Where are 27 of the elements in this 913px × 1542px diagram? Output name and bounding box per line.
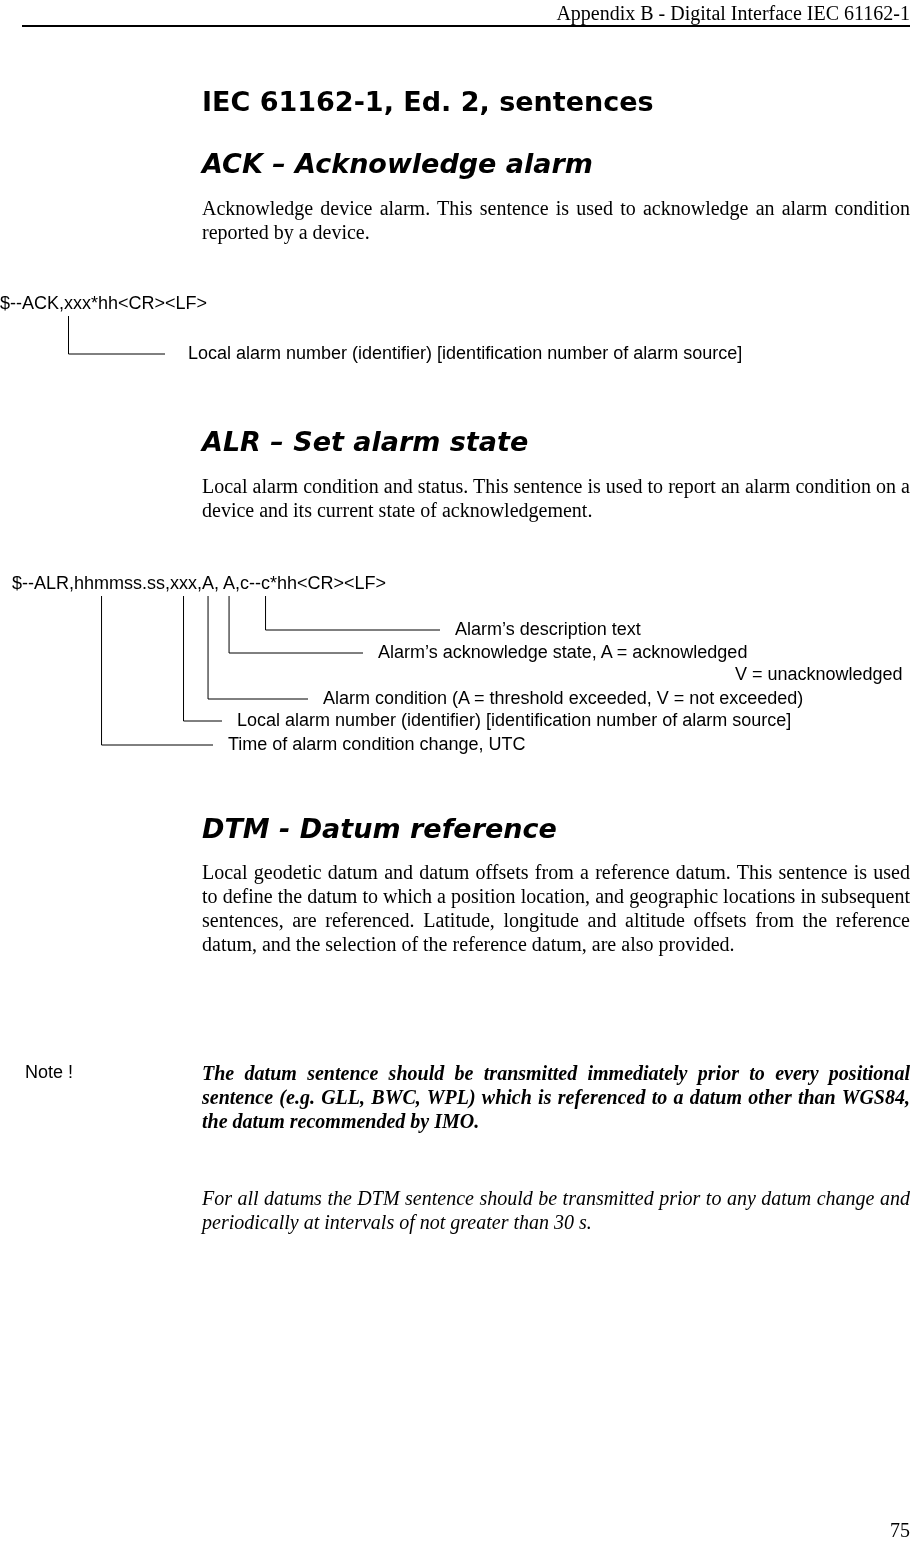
- note-text: For all datums the DTM sentence should be transmitted prior to any datum change and periodically at intervals of not greater than 30 s.: [202, 1186, 910, 1234]
- field-description: V = unacknowledged: [734, 663, 903, 685]
- field-description: Time of alarm condition change, UTC: [213, 733, 526, 755]
- field-description: Local alarm number (identifier) [identification number of alarm source]: [165, 342, 743, 364]
- leader-line: [228, 595, 364, 654]
- section-heading: DTM - Datum reference: [202, 813, 557, 844]
- paragraph: Acknowledge device alarm. This sentence is used to acknowledge an alarm condition reported by a device.: [202, 196, 910, 244]
- field-description: Local alarm number (identifier) [identification number of alarm source]: [222, 709, 792, 731]
- page-header: Appendix B - Digital Interface IEC 61162-1: [555, 1, 910, 25]
- section-heading: ALR – Set alarm state: [202, 426, 529, 457]
- field-description: Alarm condition (A = threshold exceeded, V = not exceeded): [308, 687, 804, 709]
- note-label: Note !: [25, 1061, 74, 1083]
- leader-line: [68, 315, 166, 355]
- leader-line: [101, 595, 214, 746]
- page-number: 75: [889, 1518, 910, 1542]
- leader-line: [183, 595, 223, 722]
- field-description: Alarm’s acknowledge state, A = acknowledged: [378, 641, 749, 663]
- paragraph: Local geodetic datum and datum offsets from a reference datum. This sentence is used to define the datum to which a position location, and geographic locations in subsequent sentences, are referenced. Latitude, longitude and altitude offsets from the reference datum, and the selection of the reference datum, are also provided.: [202, 860, 910, 956]
- nmea-sentence: $--ALR,hhmmss.ss,xxx,A, A,c--c*hh<CR><LF>: [12, 572, 387, 594]
- page-title: IEC 61162-1, Ed. 2, sentences: [202, 86, 654, 117]
- note-text: The datum sentence should be transmitted immediately prior to every positional sentence (e.g. GLL, BWC, WPL) which is referenced to a datum other than WGS84, the datum recommended by IMO.: [202, 1061, 910, 1133]
- section-heading: ACK – Acknowledge alarm: [202, 148, 593, 179]
- leader-line: [265, 595, 441, 631]
- nmea-sentence: $--ACK,xxx*hh<CR><LF>: [0, 292, 208, 314]
- field-description: Alarm’s description text: [440, 618, 641, 640]
- paragraph: Local alarm condition and status. This sentence is used to report an alarm condition on a device and its current state of acknowledgement.: [202, 474, 910, 522]
- leader-line: [207, 595, 309, 700]
